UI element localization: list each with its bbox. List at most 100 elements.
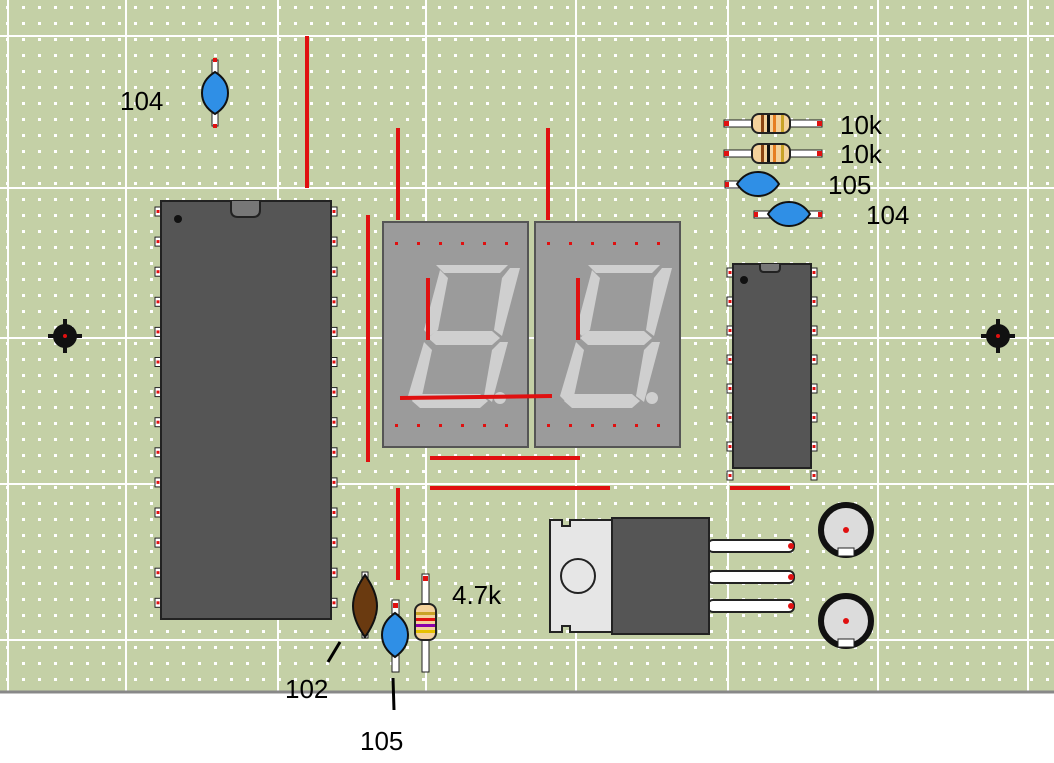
ic-pin-pad (156, 240, 160, 244)
display-pin (461, 242, 464, 245)
display-segment (576, 270, 600, 336)
display-segment (408, 342, 432, 402)
display-pin (505, 242, 508, 245)
label-res-2: 10k (840, 139, 883, 169)
ic-pin-pad (332, 541, 336, 545)
resistor-icon (414, 573, 437, 673)
ceramic-capacitor-icon (380, 599, 410, 673)
ic-pin-pad (812, 358, 816, 361)
label-cap-bottom-film: 102 (285, 674, 328, 704)
display-pin (547, 242, 550, 245)
ic-pin-pad (156, 541, 160, 545)
ic-pin-pad (156, 270, 160, 274)
display-pin (613, 242, 616, 245)
ic-pin-pad (812, 271, 816, 274)
ic-pin-pad (812, 474, 816, 477)
label-leader-line (391, 677, 396, 711)
ic-pin-pad (332, 511, 336, 514)
ic-pin-pad (332, 450, 336, 454)
resistor-icon (723, 143, 823, 164)
display-pin (483, 424, 486, 427)
label-cap-bottom-ceramic: 105 (360, 726, 403, 756)
ic-pin-pad (332, 420, 336, 424)
label-leader-line (326, 641, 342, 663)
ic-pin-pad (332, 390, 336, 394)
mount-hole-icon (981, 319, 1015, 353)
ic-pin-pad (156, 420, 160, 424)
display-pin (417, 242, 420, 245)
display-segment (646, 268, 672, 336)
ic-pin-pad (156, 210, 160, 213)
display-pin (439, 242, 442, 245)
ic-pin-pad (332, 300, 336, 304)
ic-pin-pad (728, 445, 732, 448)
ic-pin-pad (812, 300, 816, 303)
label-cap-right-2: 104 (866, 200, 909, 230)
ic-pin-pad (156, 330, 160, 334)
ic-pin-pad (332, 330, 336, 334)
display-segment (484, 342, 508, 402)
display-pin (635, 242, 638, 245)
ic-pin-pad (156, 360, 160, 364)
to220-regulator-icon (549, 517, 795, 635)
display-pin (569, 242, 572, 245)
display-pin (657, 424, 660, 427)
label-res-1: 10k (840, 110, 883, 140)
display-pin (395, 424, 398, 427)
ic-pin-pad (728, 416, 732, 419)
traces (305, 36, 790, 580)
display-segment (588, 265, 660, 273)
ic-pin-pad (332, 210, 336, 213)
ic-pin-pad (728, 329, 732, 332)
display-pin (417, 424, 420, 427)
ic-pin-pad (812, 445, 816, 448)
ic-pin-pad (812, 329, 816, 332)
dip-16-ic-icon (726, 263, 818, 481)
display-pin (635, 424, 638, 427)
display-segment (436, 265, 508, 273)
ic-pin-pad (812, 387, 816, 390)
display-pin (591, 424, 594, 427)
film-capacitor-icon (351, 571, 379, 639)
display-segment (580, 331, 652, 345)
ic-pin-pad (156, 390, 160, 394)
trace (399, 394, 553, 400)
display-pin (613, 424, 616, 427)
ic-pin-pad (156, 480, 160, 484)
ic-pin-pad (728, 271, 732, 274)
ic-pin-pad (332, 240, 336, 244)
display-pin (547, 424, 550, 427)
display-segment (494, 268, 520, 336)
display-traces (399, 278, 580, 400)
dip-28-ic-icon (154, 200, 338, 620)
ic-pin-pad (332, 480, 336, 484)
label-cap-right-1: 105 (828, 170, 871, 200)
ic-pin-pad (156, 300, 160, 304)
ceramic-capacitor-icon (753, 200, 823, 228)
ic-pin-pad (332, 360, 336, 364)
ic-pin-pad (156, 571, 160, 575)
ic-pin-pad (812, 416, 816, 419)
display-pin (591, 242, 594, 245)
ic-pin-pad (332, 601, 336, 605)
ic-pin-pad (332, 270, 336, 274)
ceramic-capacitor-icon (724, 170, 781, 198)
round-terminal-icon (818, 502, 874, 558)
display-pin (657, 242, 660, 245)
resistor-icon (723, 113, 823, 134)
ic-pin-pad (332, 571, 336, 575)
ic-pin-pad (156, 511, 160, 514)
display-pin (461, 424, 464, 427)
ic-pin-pad (728, 358, 732, 361)
ic-pin-pad (156, 601, 160, 605)
display-pin (505, 424, 508, 427)
ceramic-capacitor-icon (200, 58, 230, 128)
mount-hole-icon (48, 319, 82, 353)
display-segment (428, 331, 500, 345)
label-cap-top-left: 104 (120, 86, 163, 116)
seven-segment-display-icon (382, 221, 529, 448)
display-pin (439, 424, 442, 427)
display-pin (483, 242, 486, 245)
